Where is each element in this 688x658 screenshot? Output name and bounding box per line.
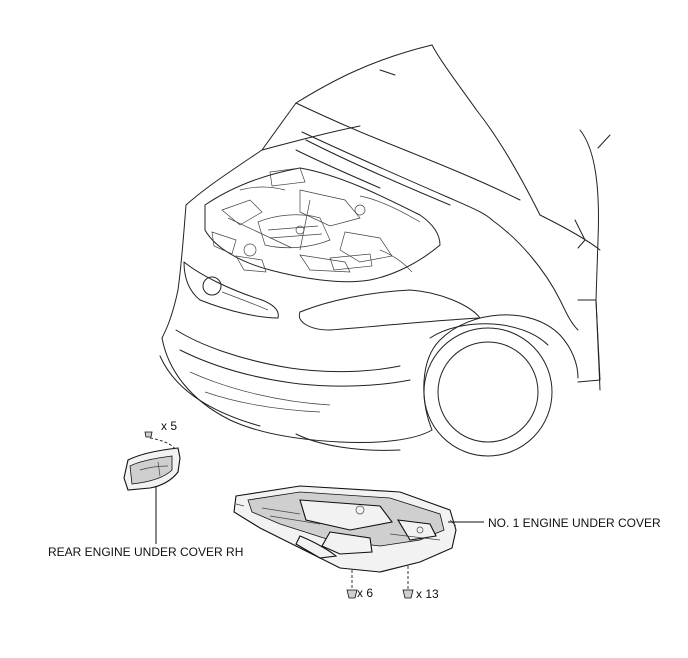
rear-clip-quantity-label: x 5	[161, 419, 178, 433]
no1-engine-under-cover-label: NO. 1 ENGINE UNDER COVER	[488, 516, 661, 530]
no1-engine-under-cover	[233, 485, 457, 573]
vehicle-front-body	[159, 44, 611, 457]
front-clip-quantity-label: x 6	[357, 586, 374, 600]
front-screw-fastener	[402, 566, 414, 599]
rear-engine-under-cover-rh-label: REAR ENGINE UNDER COVER RH	[48, 545, 244, 559]
front-clip-fastener	[346, 570, 358, 599]
rear-clip-fastener	[144, 431, 177, 451]
screw-quantity-label: x 13	[416, 587, 439, 601]
rear-engine-under-cover-rh	[123, 447, 181, 491]
